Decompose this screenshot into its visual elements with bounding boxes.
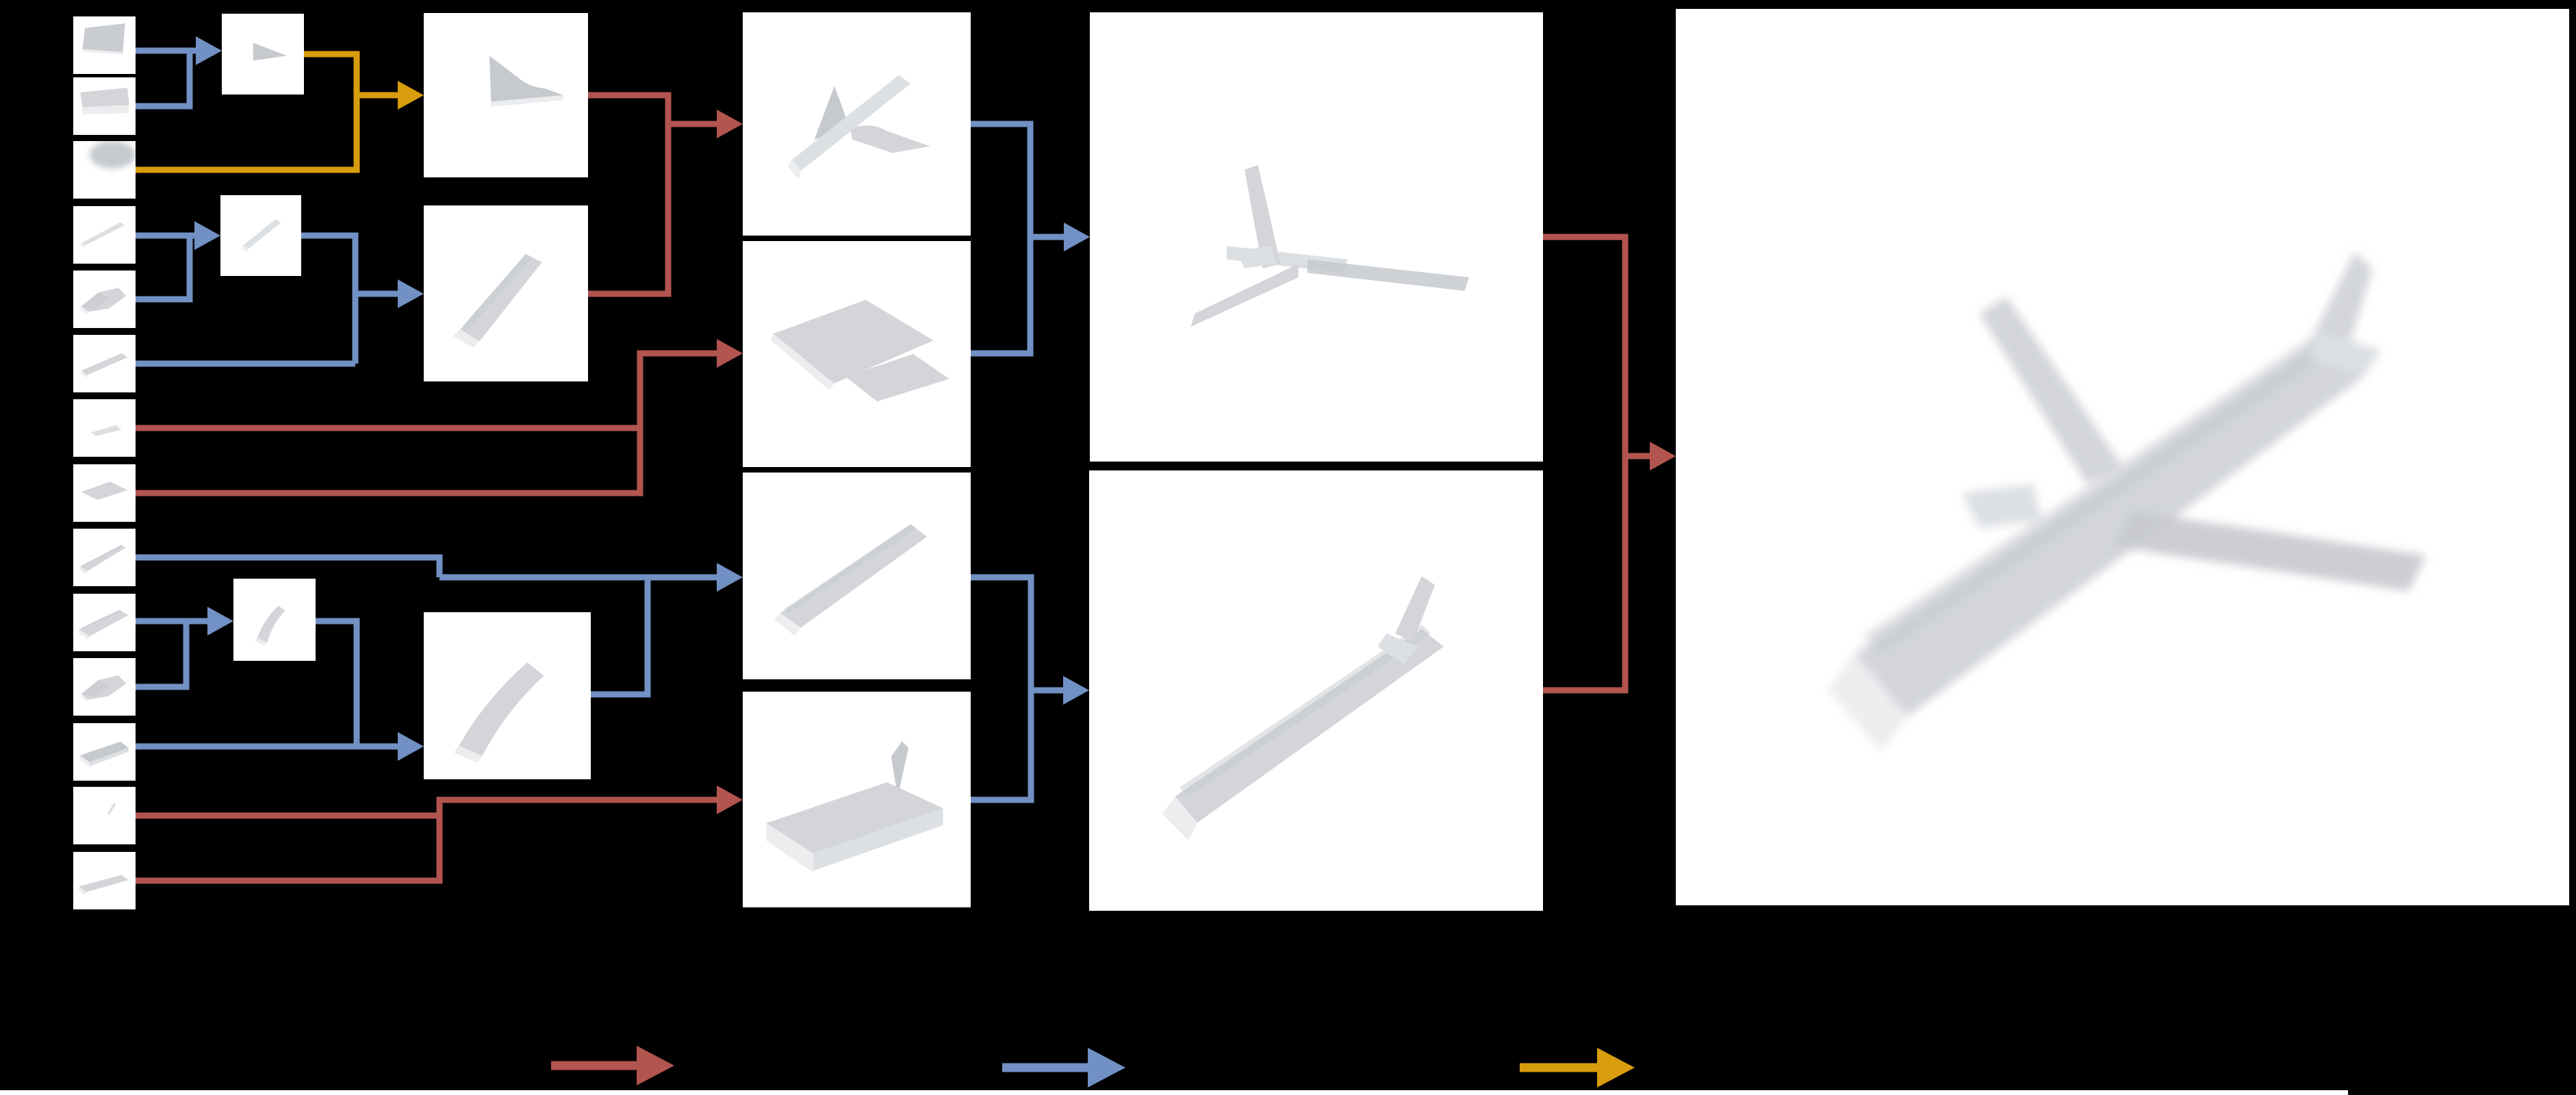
box-input-part-7 — [73, 399, 136, 457]
box-input-part-13 — [73, 787, 136, 844]
edge-red-stage3-u — [1543, 234, 1629, 694]
edge-blue-stage2-top-u — [971, 121, 1034, 357]
edge-red-part8-to-wing-plates-arrowhead-icon — [717, 339, 743, 368]
edge-blue-bar-out — [301, 232, 359, 364]
edge-blue-to-long-wing-arrowhead-icon — [717, 563, 743, 592]
edge-blue-part10-to-fusetip-arrowhead-icon — [207, 607, 233, 635]
edge-yellow-blob-triangle-join — [136, 51, 360, 173]
edge-blue-part5-join — [136, 236, 193, 303]
edge-blue-to-wing-tail-arrowhead-icon — [1064, 223, 1090, 251]
edge-blue-part11-join — [136, 621, 190, 690]
box-stage3-wing-tail-assembly — [1090, 12, 1543, 462]
box-final-airplane — [1676, 9, 2569, 905]
edge-blue-part9-jog — [136, 554, 443, 577]
edge-blue-to-wing-half-arrowhead-icon — [398, 279, 424, 308]
legend-yellow-arrow-icon-arrowhead-icon — [1597, 1048, 1635, 1087]
edge-red-delta-winghalf-u — [588, 92, 672, 297]
legend-red-arrow-icon-arrowhead-icon — [637, 1046, 674, 1085]
edge-blue-fusetip-out — [316, 618, 360, 746]
edge-red-to-final-airplane-arrowhead-icon — [1650, 442, 1676, 470]
edge-red-to-cross-wings-arrowhead-icon — [717, 110, 743, 138]
edge-blue-part1-to-triangle-arrowhead-icon — [196, 36, 222, 65]
box-stage3-fuselage-assembly — [1089, 470, 1543, 911]
edge-blue-to-fuselage-asm-arrowhead-icon — [1063, 676, 1089, 705]
edge-red-part8-to-wing-plates — [136, 350, 718, 496]
edge-yellow-to-delta-wing-arrowhead-icon — [398, 81, 424, 110]
thick-slab-icon — [80, 88, 129, 114]
blob-icon — [90, 141, 136, 168]
edge-blue-stage2-bottom-u — [971, 574, 1034, 803]
edge-blue-fusecurve-out — [591, 577, 651, 698]
edge-blue-to-fuselage-curve-arrowhead-icon — [398, 732, 424, 761]
edge-red-part14-to-slab-fin — [136, 796, 718, 884]
edge-blue-part2-join — [136, 51, 193, 110]
edge-red-part14-to-slab-fin-arrowhead-icon — [717, 785, 743, 814]
legend-blue-arrow-icon-arrowhead-icon — [1088, 1048, 1125, 1087]
wing-panel-icon — [82, 23, 125, 55]
edge-blue-part4-to-bar-arrowhead-icon — [194, 221, 220, 250]
page-bottom-edge — [0, 1090, 2348, 1095]
